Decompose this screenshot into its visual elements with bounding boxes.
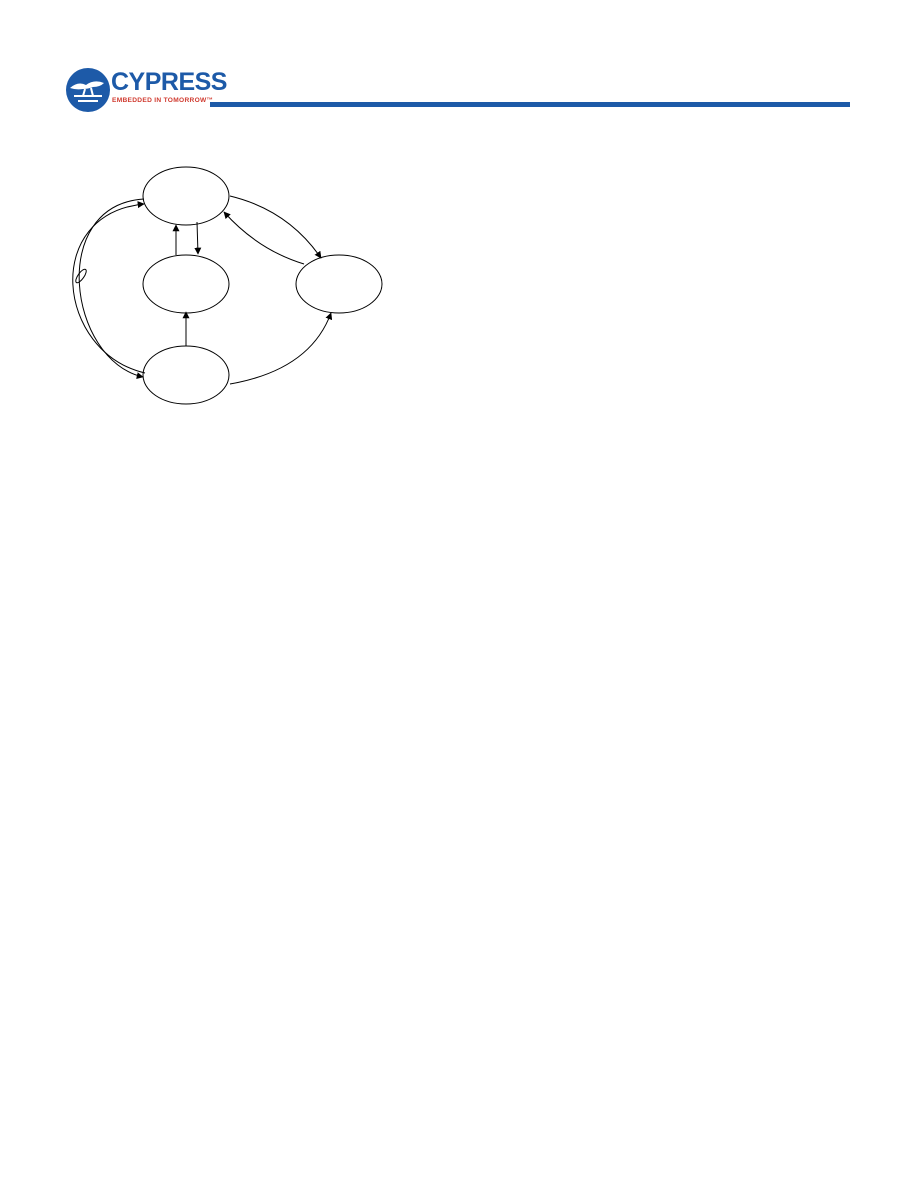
- header-rule: [210, 102, 850, 107]
- loop-marker-icon: [75, 268, 87, 284]
- transition-top-to-middle: [194, 221, 202, 255]
- transition-bottom-to-right: [229, 312, 333, 385]
- cypress-tree-icon: [66, 68, 110, 112]
- state-top: [142, 166, 230, 226]
- transition-bottom-to-top: [72, 201, 146, 374]
- brand-tagline: EMBEDDED IN TOMORROW™: [112, 97, 213, 104]
- transition-right-to-top: [223, 211, 305, 265]
- state-right: [295, 254, 383, 314]
- brand-tagline-text: EMBEDDED IN TOMORROW: [112, 97, 207, 104]
- transition-top-to-right: [229, 195, 322, 259]
- state-diagram: [60, 160, 400, 420]
- transition-top-to-bottom: [78, 198, 145, 380]
- brand-name: CYPRESS: [111, 68, 227, 96]
- state-bottom: [142, 345, 230, 405]
- state-middle: [142, 254, 230, 314]
- trademark-mark: ™: [206, 97, 214, 104]
- state-diagram-canvas: [72, 166, 383, 405]
- page-header: CYPRESS EMBEDDED IN TOMORROW™: [0, 0, 918, 120]
- cypress-logo: CYPRESS EMBEDDED IN TOMORROW™: [64, 66, 227, 114]
